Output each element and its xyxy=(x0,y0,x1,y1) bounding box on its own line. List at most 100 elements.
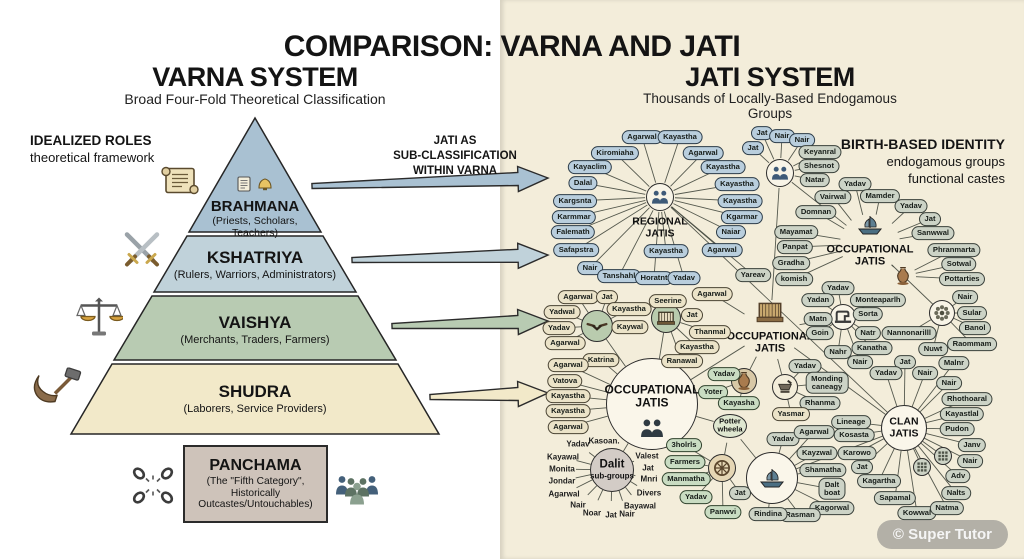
jati-pill: Adv xyxy=(945,469,971,483)
jati-pill: Kgarmar xyxy=(720,210,764,224)
jati-pill: Sapamal xyxy=(873,491,917,505)
jati-pill: Safapstra xyxy=(553,243,599,257)
people-blue-icon xyxy=(771,166,790,180)
jati-pill: Bayawal xyxy=(623,501,657,511)
pot-icon xyxy=(737,372,752,391)
jati-pill: Nahr xyxy=(823,345,853,359)
jati-pill: Lineage xyxy=(831,415,871,429)
stamp-icon xyxy=(917,462,928,473)
birth-note-title: BIRTH-BASED IDENTITY xyxy=(840,136,1005,152)
loom-icon xyxy=(755,300,785,324)
jati-pill: komish xyxy=(775,272,813,286)
jati-pill: Karowo xyxy=(837,446,877,460)
jati-pill: Agarwal xyxy=(793,425,835,439)
jati-pill: Jat xyxy=(596,290,618,304)
birth-note-line2: endogamous groups xyxy=(886,153,1005,169)
jati-pill: Kaywal xyxy=(611,320,649,334)
jati-pill: Yadav xyxy=(766,432,800,446)
hub-circle-potter xyxy=(713,414,747,438)
crossed-swords-icon xyxy=(119,231,165,274)
jati-pill: Jat xyxy=(605,510,617,520)
jati-pill: Vairwal xyxy=(814,190,852,204)
jati-pill: Pudon xyxy=(939,422,975,436)
hub-label-occbig: OCCUPATIONAL JATIS xyxy=(604,382,700,410)
jati-subheading: Thousands of Locally-Based Endogamous Gr… xyxy=(643,91,897,121)
jati-pill: Kasoan. xyxy=(588,436,620,446)
jati-pill: Kayastha xyxy=(643,244,689,258)
jati-pill: Farmers xyxy=(664,455,706,469)
jati-pill: Jat xyxy=(681,308,703,322)
boat-icon xyxy=(757,467,787,489)
jati-pill: Vatova xyxy=(547,374,583,388)
jati-pill: Banol xyxy=(958,321,992,335)
jati-pill: Yadav xyxy=(838,177,872,191)
jati-pill: Yadan xyxy=(801,293,835,307)
jati-pill: Panpat xyxy=(776,240,814,254)
jati-pill: Kayastha xyxy=(714,177,760,191)
panchama-desc: (The "Fifth Category", Historically Outc… xyxy=(198,476,313,511)
varna-arrow xyxy=(311,165,550,193)
jati-pill: Nair xyxy=(577,261,603,275)
jati-pill: Yadav xyxy=(869,366,903,380)
pot-icon xyxy=(896,267,911,286)
jati-pill: Yadav xyxy=(667,271,701,285)
jati-subclassification-note: JATI AS SUB-CLASSIFICATION WITHIN VARNA xyxy=(393,135,517,177)
tier-brahmana: BRAHMANA (Priests, Scholars, Teachers) xyxy=(185,176,325,239)
jati-pill: Panwvi xyxy=(704,505,742,519)
jati-pill: Nair xyxy=(619,509,635,519)
jati-pill: Nair xyxy=(952,290,978,304)
jati-pill: Falemath xyxy=(550,225,596,239)
varna-arrow xyxy=(391,308,550,336)
jati-pill: Nair xyxy=(936,376,962,390)
hub-circle-birth xyxy=(766,159,794,187)
jati-pill: Ranawal xyxy=(661,354,703,368)
jati-pill: Pottarties xyxy=(938,272,986,286)
idealized-roles-title: IDEALIZED ROLES xyxy=(30,133,152,148)
jati-pill: Matn xyxy=(803,312,833,326)
hub-circle-loomsmall xyxy=(651,303,681,333)
jati-pill: Kayaclim xyxy=(567,160,613,174)
jati-pill: Goin xyxy=(805,326,835,340)
jati-pill: Sular xyxy=(957,306,987,320)
jati-pill: Yareav xyxy=(735,268,771,282)
jati-pill: Agarwal xyxy=(682,146,724,160)
jati-pill: Kayzwal xyxy=(796,446,838,460)
jati-pill: Kagorwal xyxy=(809,501,855,515)
hub-label-dalit: Dalit xyxy=(599,458,625,471)
jati-pill: Nuwt xyxy=(918,342,948,356)
jati-heading: JATI SYSTEM xyxy=(685,62,855,92)
jati-pill: Rasman xyxy=(779,508,821,522)
jati-pill: Kagartha xyxy=(857,474,901,488)
jati-pill: Phranmarta xyxy=(927,243,981,257)
jati-pill: Sotwal xyxy=(941,257,977,271)
tier-vaishya-desc: (Merchants, Traders, Farmers) xyxy=(180,334,330,346)
idealized-roles-sub: theoretical framework xyxy=(30,149,155,165)
scroll-and-bell-icon xyxy=(236,176,274,193)
jati-pill: Yadav xyxy=(679,490,713,504)
jati-pill: Jat xyxy=(894,355,916,369)
handshake-icon xyxy=(586,320,608,333)
jati-pill: Natr xyxy=(854,326,882,340)
jati-pill: Dalt boat xyxy=(818,477,846,501)
varna-subheading: Broad Four-Fold Theoretical Classificati… xyxy=(124,91,386,107)
jati-pill: Thanmal xyxy=(688,325,732,339)
hub-label-potter: Potter wheela xyxy=(717,416,743,434)
jati-pill: Rhanma xyxy=(799,396,841,410)
hub-label-clan: CLAN JATIS xyxy=(889,415,919,439)
stamp-icon xyxy=(938,451,949,462)
flower-icon xyxy=(933,304,952,323)
hub-label-regional: REGIONAL JATIS xyxy=(632,215,688,239)
jati-pill: Kosasta xyxy=(833,428,875,442)
jati-pill: Natar xyxy=(799,173,831,187)
panchama-box: PANCHAMA (The "Fifth Category", Historic… xyxy=(183,445,328,523)
tier-kshatriya-desc: (Rulers, Warriors, Administrators) xyxy=(173,269,337,281)
jati-pill: Agarwal xyxy=(557,290,599,304)
jati-pill: Kayasha xyxy=(717,396,761,410)
varna-arrow xyxy=(351,242,550,270)
jati-pill: Malnr xyxy=(938,356,970,370)
hub-circle-wheel xyxy=(708,454,736,482)
jati-pill: Nair xyxy=(912,366,938,380)
jati-pill: Jondar xyxy=(548,476,576,486)
panchama-name: PANCHAMA xyxy=(209,457,302,474)
hub-circle-clan xyxy=(881,405,927,451)
